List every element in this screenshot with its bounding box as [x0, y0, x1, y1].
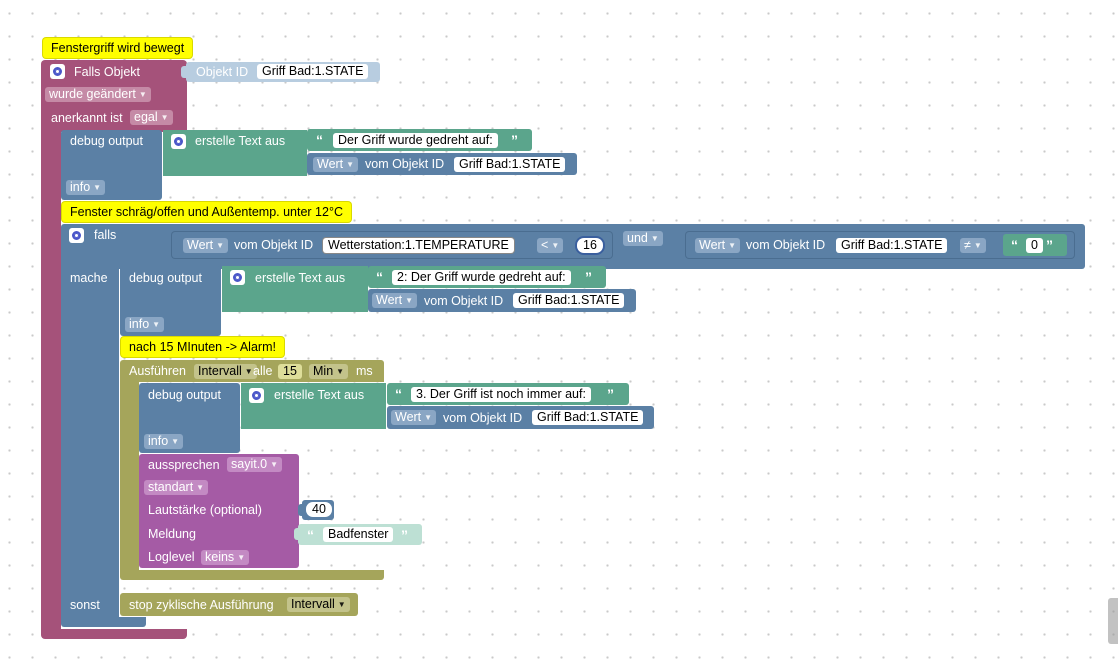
level-dropdown[interactable]: info▼ — [125, 317, 165, 332]
text-join-3[interactable] — [241, 383, 386, 429]
intervall-dropdown[interactable]: Intervall▼ — [194, 364, 257, 379]
trigger-block-spine — [41, 128, 61, 633]
wert-dropdown[interactable]: Wert▼ — [391, 410, 437, 425]
string-field[interactable]: 3. Der Griff ist noch immer auf: — [411, 387, 591, 402]
ausfuehren-label: Ausführen — [129, 364, 186, 378]
objekt-id-field[interactable]: Griff Bad:1.STATE — [257, 64, 369, 79]
wert-dropdown[interactable]: Wert▼ — [372, 293, 418, 308]
objekt-id-field[interactable]: Griff Bad:1.STATE — [513, 293, 625, 308]
trash-icon[interactable] — [1108, 598, 1118, 644]
wert-dropdown[interactable]: Wert▼ — [183, 238, 229, 253]
anerkannt-dropdown[interactable]: egal▼ — [130, 110, 173, 125]
quote-open-icon: “ — [376, 269, 383, 285]
text-join-2[interactable] — [222, 266, 368, 312]
connector — [181, 66, 186, 78]
text-join-1[interactable] — [163, 130, 301, 176]
comment-timer[interactable]: nach 15 MInuten -> Alarm! — [121, 337, 284, 357]
text-join-1-side — [301, 130, 307, 176]
anerkannt-label: anerkannt ist — [51, 111, 123, 125]
level-dropdown[interactable]: info▼ — [66, 180, 106, 195]
falls-objekt-label: Falls Objekt — [74, 65, 140, 79]
unit-dropdown[interactable]: Min▼ — [309, 364, 349, 379]
wert-dropdown[interactable]: Wert▼ — [695, 238, 741, 253]
string-field[interactable]: Der Griff wurde gedreht auf: — [333, 133, 498, 148]
vom-objekt-label: vom Objekt ID — [746, 238, 826, 252]
connector — [298, 504, 303, 516]
say-it-block[interactable] — [139, 454, 299, 568]
interval-number[interactable]: 15 — [278, 364, 302, 379]
vom-objekt-label: vom Objekt ID — [365, 157, 445, 171]
quote-open-icon: “ — [316, 132, 323, 148]
comment-trigger[interactable]: Fenstergriff wird bewegt — [43, 38, 193, 58]
objekt-id-field[interactable]: Griff Bad:1.STATE — [532, 410, 644, 425]
gear-icon[interactable] — [50, 64, 65, 79]
erstelle-text-label: erstelle Text aus — [274, 388, 365, 402]
objekt-id-field[interactable]: Griff Bad:1.STATE — [454, 157, 566, 172]
quote-close-icon: ” — [585, 269, 592, 285]
objekt-id-label: Objekt ID — [196, 65, 249, 79]
trigger-block-bottom — [41, 629, 187, 639]
erstelle-text-label: erstelle Text aus — [195, 134, 286, 148]
mache-label: mache — [70, 271, 108, 285]
aussprechen-label: aussprechen — [148, 458, 220, 472]
operator-dropdown[interactable]: ≠▼ — [960, 238, 986, 253]
alle-label: alle — [253, 364, 273, 378]
meldung-label: Meldung — [148, 527, 196, 541]
sonst-label: sonst — [70, 598, 100, 612]
debug-label: debug output — [70, 134, 143, 148]
vom-objekt-label: vom Objekt ID — [234, 238, 314, 252]
debug-label: debug output — [129, 271, 202, 285]
debug-label: debug output — [148, 388, 221, 402]
gear-icon[interactable] — [171, 134, 186, 149]
connector — [294, 528, 299, 540]
string-field[interactable]: 0 — [1026, 238, 1043, 253]
gear-icon[interactable] — [69, 228, 84, 243]
loglevel-dropdown[interactable]: keins▼ — [201, 550, 250, 565]
if-block-bottom — [61, 617, 146, 627]
vom-objekt-label: vom Objekt ID — [424, 294, 504, 308]
operator-dropdown[interactable]: <▼ — [537, 238, 564, 253]
und-dropdown[interactable]: und▼ — [623, 231, 663, 246]
level-dropdown[interactable]: info▼ — [144, 434, 184, 449]
wert-dropdown[interactable]: Wert▼ — [313, 157, 359, 172]
quote-open-icon: “ — [395, 386, 402, 402]
interval-block-spine — [120, 380, 139, 572]
string-field[interactable]: 2: Der Griff wurde gedreht auf: — [392, 270, 571, 285]
vom-objekt-label: vom Objekt ID — [443, 411, 523, 425]
gear-icon[interactable] — [249, 388, 264, 403]
string-field[interactable]: Badfenster — [323, 527, 394, 542]
intervall-dropdown[interactable]: Intervall▼ — [287, 597, 350, 612]
quote-open-icon: “ — [307, 527, 314, 543]
loglevel-label: Loglevel — [148, 550, 195, 564]
objekt-id-field[interactable]: Griff Bad:1.STATE — [836, 238, 948, 253]
sayit-dropdown[interactable]: sayit.0▼ — [227, 457, 283, 472]
quote-close-icon: ” — [1046, 237, 1053, 253]
number-field[interactable]: 16 — [577, 238, 603, 253]
quote-open-icon: “ — [1011, 237, 1018, 253]
falls-label: falls — [94, 228, 117, 242]
quote-close-icon: ” — [511, 132, 518, 148]
erstelle-text-label: erstelle Text aus — [255, 271, 346, 285]
lautstaerke-label: Lautstärke (optional) — [148, 503, 262, 517]
comment-if[interactable]: Fenster schräg/offen und Außentemp. unte… — [62, 202, 351, 222]
quote-close-icon: ” — [607, 386, 614, 402]
ms-label: ms — [356, 364, 373, 378]
standart-dropdown[interactable]: standart▼ — [144, 480, 209, 495]
gear-icon[interactable] — [230, 270, 245, 285]
quote-close-icon: ” — [401, 527, 408, 543]
interval-block-bottom — [120, 570, 384, 580]
if-block-spine — [61, 266, 119, 620]
wurde-dropdown[interactable]: wurde geändert▼ — [45, 87, 151, 102]
volume-field[interactable]: 40 — [306, 502, 332, 517]
stop-label: stop zyklische Ausführung — [129, 598, 274, 612]
objekt-id-field[interactable]: Wetterstation:1.TEMPERATURE — [323, 238, 514, 253]
